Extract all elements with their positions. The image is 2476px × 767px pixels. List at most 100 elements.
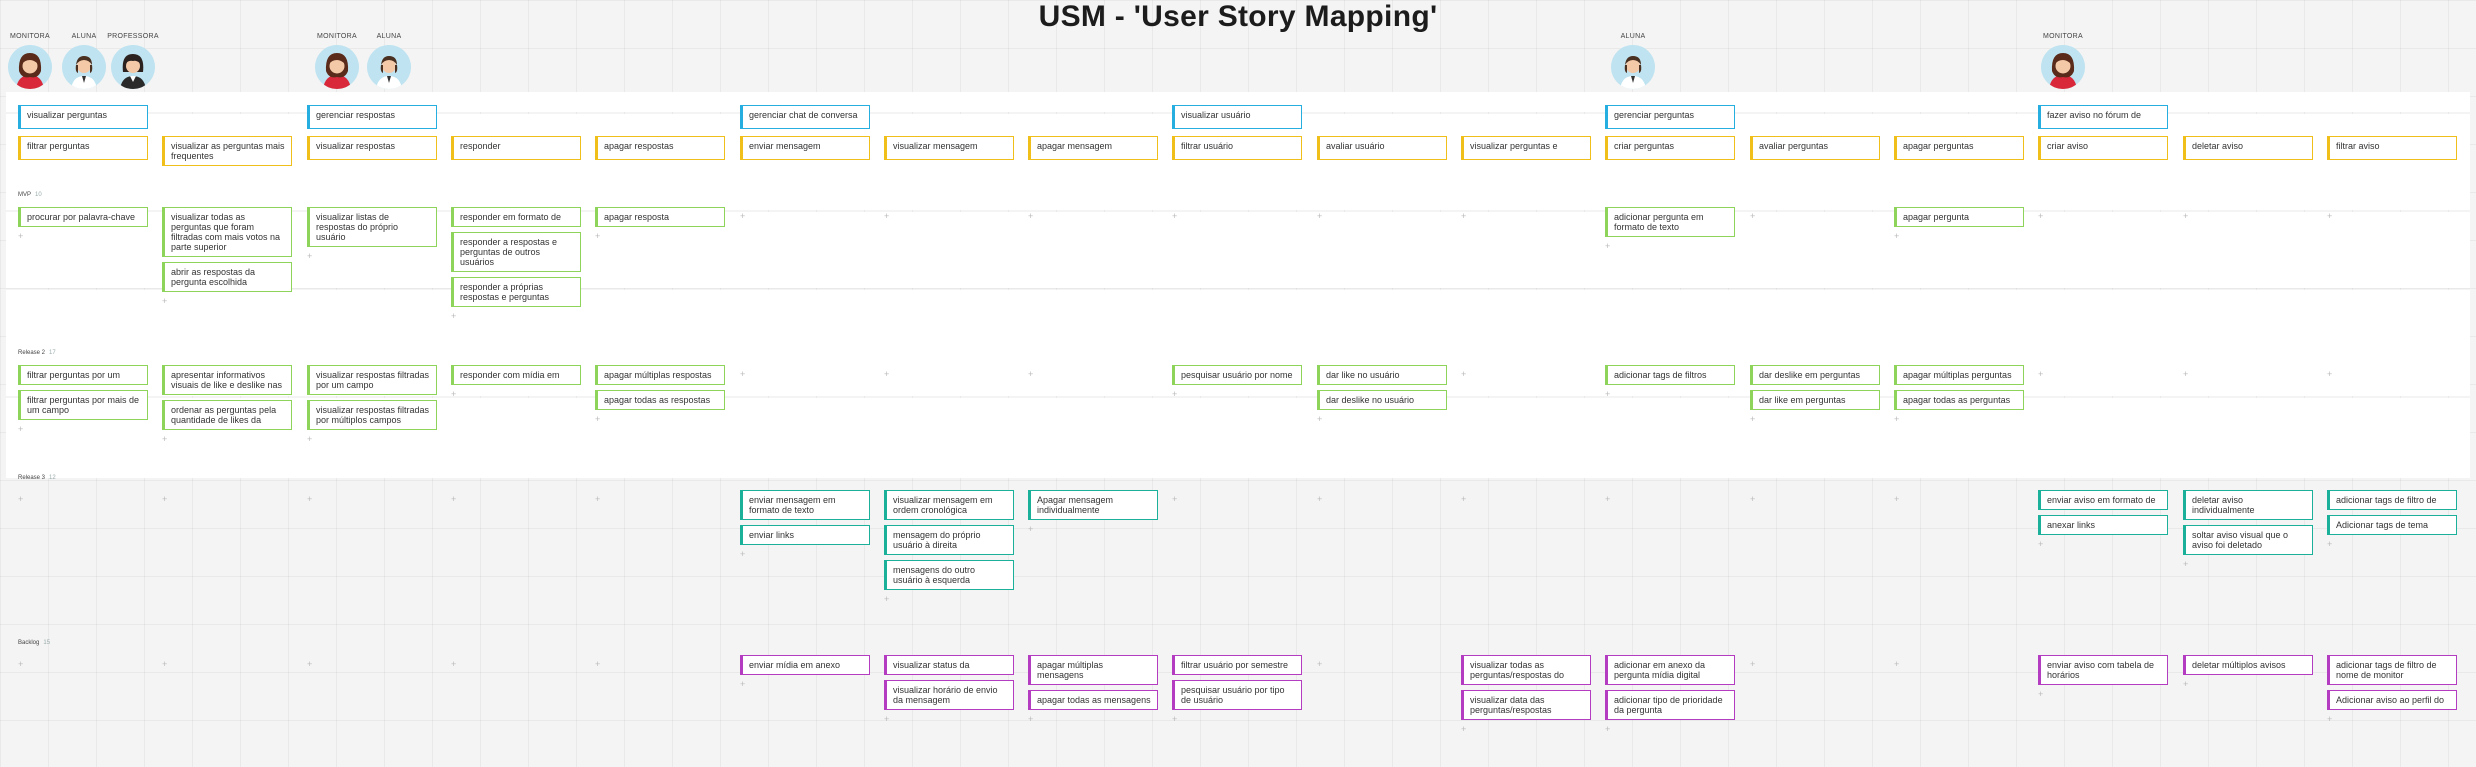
add-card-plus-icon[interactable]: + — [18, 424, 24, 434]
task-card[interactable]: deletar aviso — [2183, 136, 2313, 160]
story-card[interactable]: enviar aviso com tabela de horários — [2038, 655, 2168, 685]
story-card[interactable]: Adicionar tags de tema — [2327, 515, 2457, 535]
add-card-plus-icon[interactable]: + — [740, 679, 746, 689]
add-card-plus-icon[interactable]: + — [2327, 369, 2333, 379]
task-card[interactable]: apagar perguntas — [1894, 136, 2024, 160]
task-card[interactable]: visualizar as perguntas mais frequentes — [162, 136, 292, 166]
story-card[interactable]: filtrar usuário por semestre — [1172, 655, 1302, 675]
add-card-plus-icon[interactable]: + — [740, 549, 746, 559]
task-card[interactable]: visualizar respostas — [307, 136, 437, 160]
story-card[interactable]: procurar por palavra-chave — [18, 207, 148, 227]
add-card-plus-icon[interactable]: + — [884, 211, 890, 221]
add-card-plus-icon[interactable]: + — [595, 414, 601, 424]
story-card[interactable]: apagar todas as perguntas — [1894, 390, 2024, 410]
add-card-plus-icon[interactable]: + — [740, 211, 746, 221]
add-card-plus-icon[interactable]: + — [18, 494, 24, 504]
story-card[interactable]: pesquisar usuário por tipo de usuário — [1172, 680, 1302, 710]
story-card[interactable]: adicionar em anexo da pergunta mídia dig… — [1605, 655, 1735, 685]
add-card-plus-icon[interactable]: + — [1894, 231, 1900, 241]
task-card[interactable]: visualizar mensagem — [884, 136, 1014, 160]
add-card-plus-icon[interactable]: + — [1172, 389, 1178, 399]
story-card[interactable]: dar deslike no usuário — [1317, 390, 1447, 410]
add-card-plus-icon[interactable]: + — [1172, 714, 1178, 724]
add-card-plus-icon[interactable]: + — [1605, 724, 1611, 734]
story-card[interactable]: visualizar listas de respostas do própri… — [307, 207, 437, 247]
activity-card[interactable]: gerenciar respostas — [307, 105, 437, 129]
add-card-plus-icon[interactable]: + — [451, 494, 457, 504]
story-card[interactable]: mensagem do próprio usuário à direita — [884, 525, 1014, 555]
add-card-plus-icon[interactable]: + — [2038, 539, 2044, 549]
task-card[interactable]: filtrar usuário — [1172, 136, 1302, 160]
story-card[interactable]: apagar múltiplas mensagens — [1028, 655, 1158, 685]
story-card[interactable]: visualizar status da — [884, 655, 1014, 675]
story-card[interactable]: enviar aviso em formato de — [2038, 490, 2168, 510]
story-card[interactable]: visualizar todas as perguntas que foram … — [162, 207, 292, 257]
add-card-plus-icon[interactable]: + — [2038, 369, 2044, 379]
add-card-plus-icon[interactable]: + — [1750, 659, 1756, 669]
add-card-plus-icon[interactable]: + — [451, 311, 457, 321]
story-card[interactable]: responder com mídia em — [451, 365, 581, 385]
story-card[interactable]: deletar múltiplos avisos — [2183, 655, 2313, 675]
story-card[interactable]: enviar links — [740, 525, 870, 545]
add-card-plus-icon[interactable]: + — [2327, 211, 2333, 221]
add-card-plus-icon[interactable]: + — [1605, 494, 1611, 504]
add-card-plus-icon[interactable]: + — [451, 659, 457, 669]
add-card-plus-icon[interactable]: + — [1605, 389, 1611, 399]
add-card-plus-icon[interactable]: + — [1894, 494, 1900, 504]
story-card[interactable]: apagar múltiplas perguntas — [1894, 365, 2024, 385]
add-card-plus-icon[interactable]: + — [451, 389, 457, 399]
add-card-plus-icon[interactable]: + — [1605, 241, 1611, 251]
story-card[interactable]: responder a próprias respostas e pergunt… — [451, 277, 581, 307]
story-card[interactable]: adicionar pergunta em formato de texto — [1605, 207, 1735, 237]
add-card-plus-icon[interactable]: + — [2183, 369, 2189, 379]
add-card-plus-icon[interactable]: + — [2183, 559, 2189, 569]
task-card[interactable]: avaliar perguntas — [1750, 136, 1880, 160]
add-card-plus-icon[interactable]: + — [1894, 414, 1900, 424]
add-card-plus-icon[interactable]: + — [162, 659, 168, 669]
add-card-plus-icon[interactable]: + — [2183, 679, 2189, 689]
story-card[interactable]: Adicionar aviso ao perfil do — [2327, 690, 2457, 710]
add-card-plus-icon[interactable]: + — [884, 714, 890, 724]
story-card[interactable]: visualizar mensagem em ordem cronológica — [884, 490, 1014, 520]
story-card[interactable]: apresentar informativos visuais de like … — [162, 365, 292, 395]
story-card[interactable]: filtrar perguntas por mais de um campo — [18, 390, 148, 420]
story-card[interactable]: filtrar perguntas por um — [18, 365, 148, 385]
story-card[interactable]: apagar todas as respostas — [595, 390, 725, 410]
task-card[interactable]: apagar mensagem — [1028, 136, 1158, 160]
add-card-plus-icon[interactable]: + — [2327, 714, 2333, 724]
task-card[interactable]: responder — [451, 136, 581, 160]
story-card[interactable]: Apagar mensagem individualmente — [1028, 490, 1158, 520]
story-card[interactable]: apagar todas as mensagens — [1028, 690, 1158, 710]
task-card[interactable]: enviar mensagem — [740, 136, 870, 160]
story-card[interactable]: mensagens do outro usuário à esquerda — [884, 560, 1014, 590]
add-card-plus-icon[interactable]: + — [2038, 689, 2044, 699]
add-card-plus-icon[interactable]: + — [1028, 369, 1034, 379]
story-card[interactable]: anexar links — [2038, 515, 2168, 535]
story-card[interactable]: adicionar tags de filtro de nome de moni… — [2327, 655, 2457, 685]
story-card[interactable]: visualizar todas as perguntas/respostas … — [1461, 655, 1591, 685]
add-card-plus-icon[interactable]: + — [595, 231, 601, 241]
story-card[interactable]: apagar múltiplas respostas — [595, 365, 725, 385]
story-card[interactable]: responder a respostas e perguntas de out… — [451, 232, 581, 272]
activity-card[interactable]: visualizar usuário — [1172, 105, 1302, 129]
add-card-plus-icon[interactable]: + — [2183, 211, 2189, 221]
story-card[interactable]: apagar pergunta — [1894, 207, 2024, 227]
add-card-plus-icon[interactable]: + — [1172, 494, 1178, 504]
story-card[interactable]: adicionar tags de filtros — [1605, 365, 1735, 385]
add-card-plus-icon[interactable]: + — [1750, 494, 1756, 504]
task-card[interactable]: filtrar perguntas — [18, 136, 148, 160]
add-card-plus-icon[interactable]: + — [18, 231, 24, 241]
add-card-plus-icon[interactable]: + — [1172, 211, 1178, 221]
story-card[interactable]: abrir as respostas da pergunta escolhida — [162, 262, 292, 292]
story-card[interactable]: visualizar data das perguntas/respostas — [1461, 690, 1591, 720]
add-card-plus-icon[interactable]: + — [595, 494, 601, 504]
story-card[interactable]: soltar aviso visual que o aviso foi dele… — [2183, 525, 2313, 555]
story-card[interactable]: dar like no usuário — [1317, 365, 1447, 385]
task-card[interactable]: avaliar usuário — [1317, 136, 1447, 160]
add-card-plus-icon[interactable]: + — [1028, 524, 1034, 534]
add-card-plus-icon[interactable]: + — [307, 251, 313, 261]
story-card[interactable]: visualizar respostas filtradas por múlti… — [307, 400, 437, 430]
add-card-plus-icon[interactable]: + — [1317, 494, 1323, 504]
story-card[interactable]: enviar mídia em anexo — [740, 655, 870, 675]
add-card-plus-icon[interactable]: + — [162, 434, 168, 444]
